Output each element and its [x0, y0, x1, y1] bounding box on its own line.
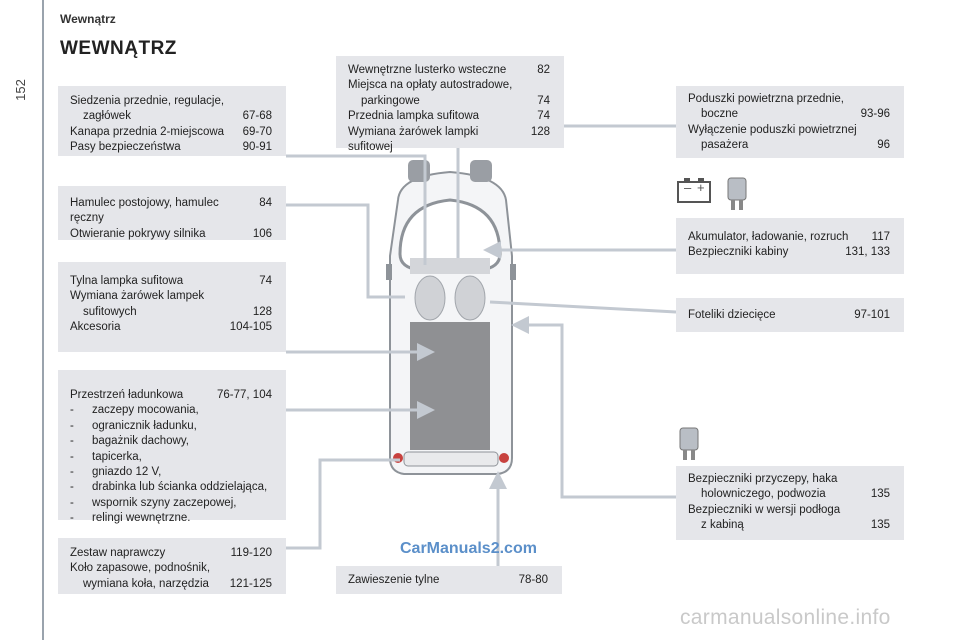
- entry-row: Wyłączenie poduszki powietrznej: [688, 123, 857, 136]
- battery-plus-label: +: [697, 180, 705, 195]
- section-header: Wewnątrz: [60, 12, 116, 26]
- footer-link[interactable]: carmanualsonline.info: [680, 606, 891, 629]
- entry-row: Miejsca na opłaty autostradowe,: [348, 79, 513, 92]
- page-title: WEWNĄTRZ: [60, 38, 177, 59]
- battery-minus-label: –: [684, 180, 692, 195]
- list-item: -zaczepy mocowania,: [70, 404, 199, 417]
- entry-row: Bezpieczniki w wersji podłoga: [688, 503, 841, 516]
- trailer-fuses-box: Bezpieczniki przyczepy, haka holowniczeg…: [676, 466, 904, 540]
- list-item: -ogranicznik ładunku,: [70, 419, 197, 432]
- entry-row: Poduszki powietrzna przednie,: [688, 93, 844, 105]
- entry-row: Bezpieczniki przyczepy, haka: [688, 473, 838, 485]
- list-item: -bagażnik dachowy,: [70, 435, 189, 448]
- list-item: -tapicerka,: [70, 450, 142, 463]
- list-item: -relingi wewnętrzne.: [70, 512, 191, 525]
- fuse-icon: [727, 177, 747, 210]
- entry-row: Siedzenia przednie, regulacje,: [70, 95, 225, 107]
- entry-row: Koło zapasowe, podnośnik,: [70, 562, 211, 575]
- list-item: -wspornik szyny zaczepowej,: [70, 496, 237, 509]
- list-item: -drabinka lub ścianka oddzielająca,: [70, 481, 268, 494]
- van-illustration: [386, 160, 516, 475]
- battery-icon: [677, 178, 711, 203]
- watermark: CarManuals2.com: [400, 540, 537, 557]
- list-item: -gniazdo 12 V,: [70, 466, 162, 479]
- entry-row: Wymiana żarówek lampek: [70, 290, 205, 303]
- trailer-fuse-icon: [679, 427, 699, 460]
- margin-bar: [42, 0, 44, 640]
